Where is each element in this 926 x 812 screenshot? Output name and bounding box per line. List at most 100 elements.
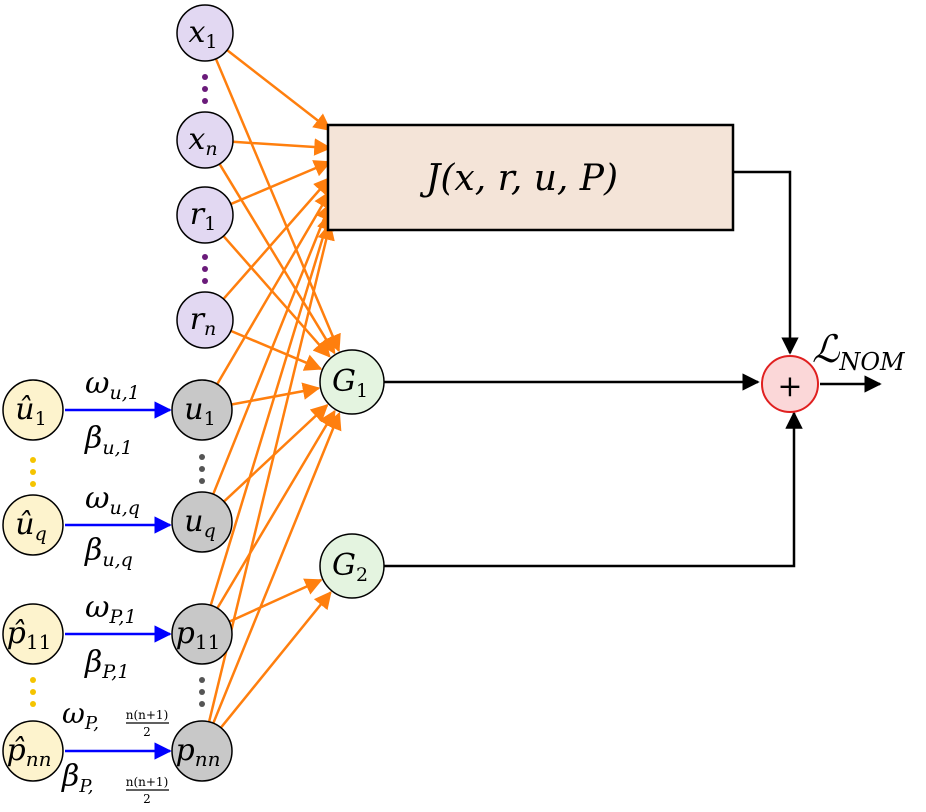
node-g2-symbol: G bbox=[332, 548, 356, 583]
omega-pnn-sub: P, bbox=[84, 713, 99, 734]
node-uhat1: û1 bbox=[2, 379, 64, 441]
beta-uq-sub: u,q bbox=[102, 549, 132, 571]
edge-xn-to-g1 bbox=[218, 163, 336, 355]
svg-text:p̂11: p̂11 bbox=[7, 616, 52, 654]
edge-x1-to-cost bbox=[226, 49, 332, 132]
beta-pnn: β bbox=[61, 759, 79, 794]
node-uq-symbol: u bbox=[184, 504, 203, 539]
omega-pnn-frac-den: 2 bbox=[143, 725, 151, 739]
edge-r1-to-cost bbox=[230, 160, 332, 206]
svg-text:pnn: pnn bbox=[176, 733, 221, 771]
node-p11-symbol: p bbox=[176, 616, 195, 651]
svg-text:βu,1: βu,1 bbox=[84, 421, 133, 459]
cost-function-box: J(x, r, u, P) bbox=[326, 123, 735, 232]
node-uhatq-subscript: q bbox=[35, 523, 47, 545]
ellipsis-x bbox=[202, 74, 208, 104]
svg-text:ωP,1: ωP,1 bbox=[85, 590, 137, 628]
beta-uq: β bbox=[84, 533, 102, 568]
omega-u1: ω bbox=[85, 366, 109, 401]
node-phatnn-symbol: p̂ bbox=[7, 733, 26, 768]
node-phat11-subscript: 11 bbox=[26, 630, 51, 654]
output-label: ℒNOM bbox=[812, 327, 906, 376]
svg-text:xn: xn bbox=[188, 122, 217, 160]
node-x1: x1 bbox=[176, 4, 234, 62]
svg-text:ωP,: ωP, bbox=[62, 697, 99, 734]
node-uhatq-symbol: û bbox=[15, 507, 34, 542]
node-g1-symbol: G bbox=[332, 364, 356, 399]
node-xn: xn bbox=[176, 111, 234, 169]
svg-text:βP,: βP, bbox=[61, 759, 94, 797]
node-xn-symbol: x bbox=[188, 122, 205, 157]
svg-text:rn: rn bbox=[190, 302, 217, 340]
node-pnn: pnn bbox=[171, 720, 233, 782]
svg-text:G1: G1 bbox=[332, 364, 368, 402]
edge-p11-to-cost bbox=[209, 212, 334, 606]
beta-pnn-frac-den: 2 bbox=[143, 792, 151, 806]
node-uq: uq bbox=[171, 491, 233, 553]
beta-p11: β bbox=[84, 645, 102, 680]
edge-xn-to-cost bbox=[232, 138, 332, 156]
node-uhatq: ûq bbox=[2, 494, 64, 556]
svg-text:βu,q: βu,q bbox=[84, 533, 133, 571]
node-xn-subscript: n bbox=[205, 138, 217, 160]
input-edges bbox=[65, 401, 172, 760]
edge-cost-to-sum bbox=[733, 170, 799, 355]
edge-pnn-to-g1 bbox=[212, 411, 342, 724]
output-symbol: ℒ bbox=[812, 327, 841, 371]
edge-p11-to-g2 bbox=[228, 578, 323, 623]
omega-pnn-frac-num: n(n+1) bbox=[126, 708, 169, 722]
svg-text:u1: u1 bbox=[184, 392, 215, 430]
svg-text:G2: G2 bbox=[332, 548, 368, 586]
node-r1-symbol: r bbox=[190, 197, 206, 232]
node-x1-symbol: x bbox=[188, 15, 205, 50]
node-p11-subscript: 11 bbox=[195, 630, 220, 654]
edge-r1-to-g1 bbox=[222, 235, 331, 358]
cost-function-label: J(x, r, u, P) bbox=[419, 158, 618, 199]
ellipsis-p bbox=[199, 677, 205, 707]
node-phatnn: p̂nn bbox=[2, 720, 64, 782]
node-phat11-symbol: p̂ bbox=[7, 616, 26, 651]
edge-u1-to-cost bbox=[216, 190, 332, 385]
sum-node: + bbox=[761, 355, 819, 413]
node-uq-subscript: q bbox=[204, 520, 216, 542]
node-u1-symbol: u bbox=[184, 392, 203, 427]
node-uhat1-subscript: 1 bbox=[35, 408, 47, 430]
edge-uq-to-cost bbox=[212, 202, 333, 495]
edge-x1-to-g1 bbox=[214, 58, 341, 353]
node-rn-symbol: r bbox=[190, 302, 206, 337]
node-pnn-symbol: p bbox=[176, 733, 195, 768]
node-pnn-subscript: nn bbox=[195, 747, 221, 771]
sum-symbol: + bbox=[777, 369, 802, 404]
node-g1-subscript: 1 bbox=[356, 380, 368, 402]
node-uhat1-symbol: û bbox=[15, 392, 34, 427]
svg-text:x1: x1 bbox=[188, 15, 217, 53]
omega-pnn: ω bbox=[62, 697, 85, 730]
svg-text:uq: uq bbox=[184, 504, 216, 542]
node-r1-subscript: 1 bbox=[204, 213, 216, 235]
edge-g2-to-sum bbox=[384, 411, 803, 568]
svg-text:ωu,q: ωu,q bbox=[85, 481, 140, 519]
svg-text:ωu,1: ωu,1 bbox=[85, 366, 140, 404]
node-x1-subscript: 1 bbox=[205, 31, 217, 53]
node-r1: r1 bbox=[176, 186, 234, 244]
weight-labels: ωu,1 βu,1 ωu,q βu,q ωP,1 βP,1 ωP, n(n+1)… bbox=[61, 366, 169, 806]
orange-edges bbox=[207, 49, 342, 729]
node-rn-subscript: n bbox=[204, 318, 216, 340]
svg-text:r1: r1 bbox=[190, 197, 216, 235]
omega-uq-sub: u,q bbox=[109, 497, 139, 519]
omega-u1-sub: u,1 bbox=[109, 382, 139, 404]
node-phatnn-subscript: nn bbox=[26, 747, 52, 771]
svg-text:ûq: ûq bbox=[15, 507, 47, 545]
node-u1: u1 bbox=[171, 379, 233, 441]
ellipsis-phat bbox=[30, 677, 36, 707]
node-g1: G1 bbox=[319, 349, 385, 415]
ellipsis-uhat bbox=[30, 457, 36, 487]
svg-text:p̂nn: p̂nn bbox=[7, 733, 52, 771]
beta-pnn-sub: P, bbox=[78, 776, 93, 797]
omega-p11-sub: P,1 bbox=[108, 606, 136, 628]
svg-text:û1: û1 bbox=[15, 392, 46, 430]
svg-text:ℒNOM: ℒNOM bbox=[812, 327, 906, 376]
beta-p11-sub: P,1 bbox=[101, 661, 129, 683]
edge-pnn-to-g2 bbox=[219, 591, 332, 729]
